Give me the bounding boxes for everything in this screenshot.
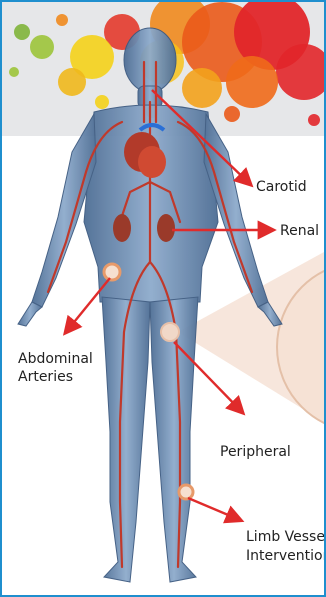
limb-marker — [179, 485, 193, 499]
label-abdominal-line2: Arteries — [18, 368, 73, 386]
label-peripheral: Peripheral — [220, 443, 291, 461]
label-renal: Renal — [280, 222, 319, 240]
peripheral-marker — [161, 323, 179, 341]
label-limb-line2: Intervention — [246, 547, 326, 565]
label-limb-line1: Limb Vessel — [246, 528, 326, 546]
limb-arrow — [188, 498, 240, 520]
label-abdominal-line1: Abdominal — [18, 350, 93, 368]
abdominal-marker — [104, 264, 120, 280]
label-carotid: Carotid — [256, 178, 307, 196]
